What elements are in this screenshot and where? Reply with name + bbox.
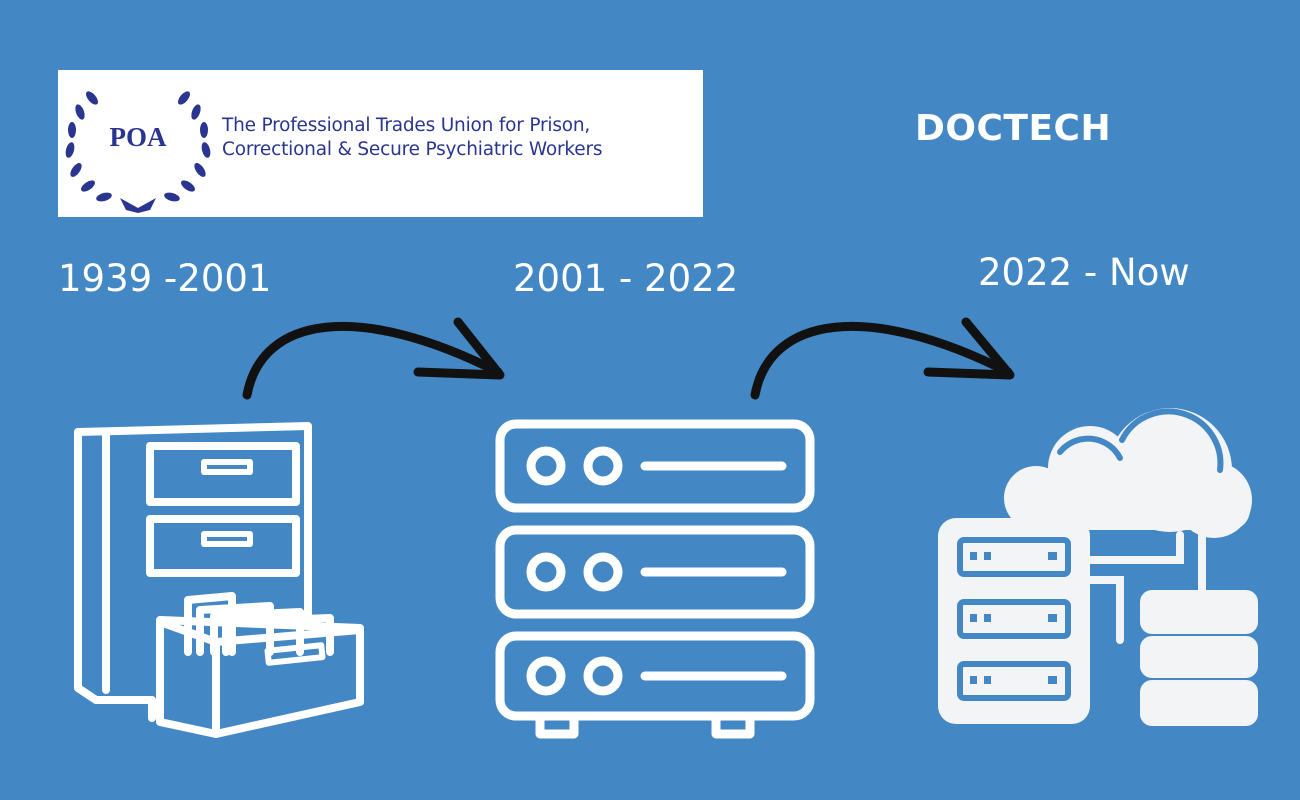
doctech-logo: DOCTECH (915, 108, 1112, 149)
cloud-server-icon (938, 408, 1258, 726)
poa-tagline-line1: The Professional Trades Union for Prison… (222, 115, 591, 136)
poa-tagline: The Professional Trades Union for Prison… (222, 114, 603, 162)
poa-logo: POA The Professional Trades Union for Pr… (58, 70, 703, 217)
filing-cabinet-icon (74, 422, 364, 738)
period-label-2: 2001 - 2022 (513, 257, 739, 300)
server-rack-icon (495, 419, 815, 739)
period-label-3: 2022 - Now (978, 251, 1190, 294)
poa-abbreviation: POA (110, 122, 167, 152)
period-label-1: 1939 -2001 (58, 257, 272, 300)
laurel-wreath-icon: POA (65, 91, 211, 213)
poa-tagline-line2: Correctional & Secure Psychiatric Worker… (222, 139, 603, 160)
arrow-right-icon (750, 317, 1015, 400)
arrow-right-icon (242, 317, 505, 400)
